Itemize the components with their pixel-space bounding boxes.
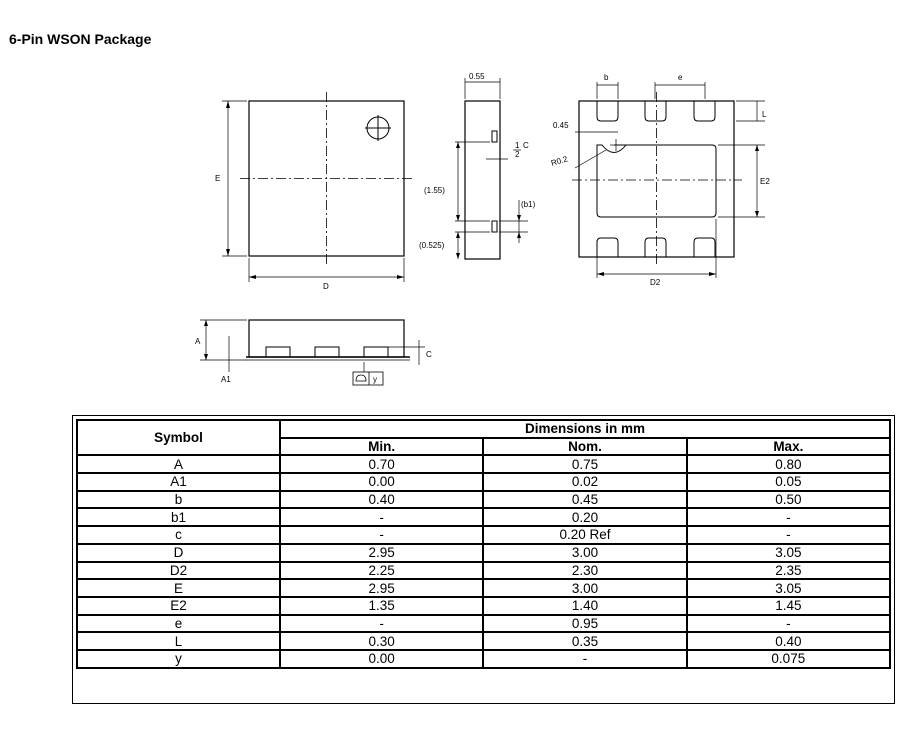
package-drawing: E D 0.55 (1.55) (0.525) (b1) 1 2 C b e 0… — [195, 72, 770, 386]
max-cell: 1.45 — [685, 595, 892, 616]
min-cell: 2.95 — [278, 578, 485, 598]
label-front-y: y — [373, 375, 377, 384]
nom-cell: - — [482, 648, 688, 669]
symbol-cell: e — [76, 613, 281, 634]
front-view-body — [248, 319, 405, 358]
symbol-cell: b — [76, 489, 281, 510]
symbol-cell: A — [76, 454, 281, 475]
max-cell: 0.40 — [685, 631, 892, 651]
table-outer-frame — [72, 415, 895, 704]
nom-cell: 1.40 — [482, 595, 688, 616]
max-cell: 0.075 — [685, 648, 892, 669]
table-row: c-0.20 Ref- — [76, 525, 892, 545]
max-cell: - — [685, 507, 892, 528]
nom-cell: 0.20 Ref — [482, 525, 688, 545]
nom-cell: 0.02 — [482, 472, 688, 492]
max-cell: - — [685, 525, 892, 545]
label-top-E: E — [215, 174, 220, 183]
label-front-A: A — [195, 337, 201, 346]
symbol-cell: E — [76, 578, 281, 598]
symbol-cell: y — [76, 648, 281, 669]
label-bottom-D2: D2 — [650, 278, 661, 287]
min-cell: - — [278, 525, 485, 545]
label-side-c: C — [523, 141, 529, 150]
max-cell: 2.35 — [685, 560, 892, 581]
table-row: b1-0.20- — [76, 507, 892, 528]
max-cell: 0.50 — [685, 489, 892, 510]
min-header: Min. — [278, 436, 485, 457]
label-bottom-L: L — [762, 110, 767, 119]
nom-cell: 0.75 — [482, 454, 688, 475]
min-cell: 0.00 — [278, 648, 485, 669]
max-cell: - — [685, 613, 892, 634]
nom-cell: 0.95 — [482, 613, 688, 634]
min-cell: 0.40 — [278, 489, 485, 510]
label-side-half-num: 1 — [515, 141, 520, 150]
symbol-cell: E2 — [76, 595, 281, 616]
label-side-155: (1.55) — [424, 186, 445, 195]
symbol-cell: L — [76, 631, 281, 651]
exposed-pad — [596, 144, 717, 218]
label-top-D: D — [323, 282, 329, 291]
max-cell: 3.05 — [685, 578, 892, 598]
min-cell: - — [278, 507, 485, 528]
label-bottom-b: b — [604, 73, 609, 82]
symbol-cell: b1 — [76, 507, 281, 528]
table-header-row: Symbol Dimensions in mm — [76, 418, 891, 457]
min-cell: 1.35 — [278, 595, 485, 616]
page-title: 6-Pin WSON Package — [9, 31, 152, 47]
nom-cell: 2.30 — [482, 560, 688, 581]
max-cell: 0.80 — [685, 454, 892, 475]
label-bottom-r02: R0.2 — [550, 154, 569, 168]
symbol-cell: c — [76, 525, 281, 545]
side-view-body — [464, 100, 501, 260]
min-cell: 2.95 — [278, 542, 485, 563]
label-bottom-e: e — [678, 73, 683, 82]
nom-cell: 0.35 — [482, 631, 688, 651]
table-row: e-0.95- — [76, 613, 892, 634]
min-cell: 0.70 — [278, 454, 485, 475]
min-cell: - — [278, 613, 485, 634]
nom-header: Nom. — [482, 436, 688, 457]
nom-cell: 0.45 — [482, 489, 688, 510]
min-cell: 0.00 — [278, 472, 485, 492]
label-bottom-E2: E2 — [760, 177, 770, 186]
dimensions-table: Symbol Dimensions in mm Min. Nom. Max. A… — [76, 418, 892, 669]
label-side-0525: (0.525) — [419, 241, 445, 250]
dimensions-header: Dimensions in mm — [279, 419, 891, 439]
nom-cell: 0.20 — [482, 507, 688, 528]
min-cell: 2.25 — [278, 560, 485, 581]
nom-cell: 3.00 — [482, 542, 688, 563]
max-header: Max. — [685, 436, 892, 457]
nom-cell: 3.00 — [482, 578, 688, 598]
label-bottom-045: 0.45 — [553, 121, 569, 130]
min-cell: 0.30 — [278, 631, 485, 651]
symbol-header: Symbol — [76, 418, 281, 457]
label-front-C: C — [426, 350, 432, 359]
symbol-cell: D — [76, 542, 281, 563]
max-cell: 0.05 — [685, 472, 892, 492]
label-side-b1: (b1) — [521, 200, 536, 209]
label-side-half-den: 2 — [515, 150, 520, 159]
label-side-055: 0.55 — [469, 72, 485, 81]
symbol-cell: D2 — [76, 560, 281, 581]
max-cell: 3.05 — [685, 542, 892, 563]
label-front-A1: A1 — [221, 375, 231, 384]
symbol-cell: A1 — [76, 472, 281, 492]
